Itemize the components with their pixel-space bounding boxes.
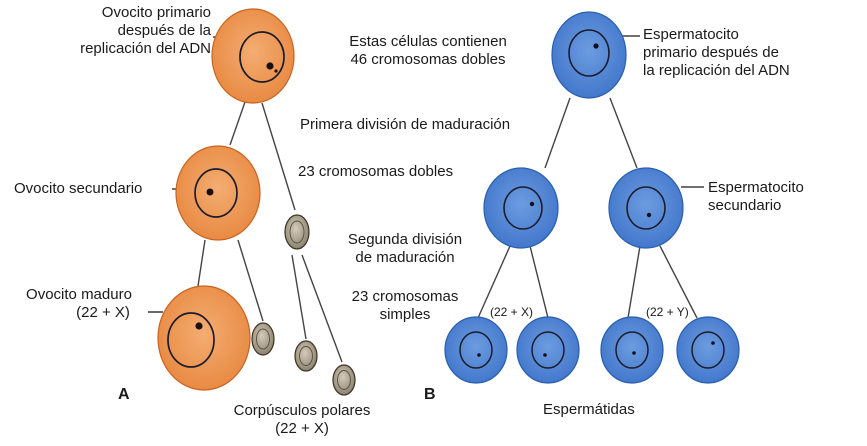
mature-oocyte-cell — [157, 285, 251, 391]
karyotype-x-label: (22 + X) — [490, 305, 534, 319]
chromosome-count-46-line: 46 cromosomas dobles — [350, 51, 506, 68]
mature-oocyte-label-line: Ovocito maduro — [26, 286, 132, 303]
second-division-label: Segunda división de maduración — [320, 231, 490, 267]
first-division-label: Primera división de maduración — [300, 116, 511, 133]
primary-spermatocyte-label-line: la replicación del ADN — [643, 62, 790, 79]
karyotype-y-label: (22 + Y) — [646, 305, 689, 319]
secondary-spermatocyte-label: Espermatocito secundario — [708, 179, 804, 215]
second-division-label-line: de maduración — [355, 249, 455, 266]
primary-spermatocyte-cell — [551, 11, 627, 99]
secondary-spermatocyte-label-line: Espermatocito — [708, 179, 804, 196]
second-division-label-line: Segunda división — [347, 231, 463, 248]
secondary-oocyte-label: Ovocito secundario — [14, 180, 143, 197]
chromosome-count-23-single-line: 23 cromosomas — [351, 288, 459, 305]
polar-bodies-label-line: (22 + X) — [275, 420, 329, 437]
primary-spermatocyte-label-line: Espermatocito — [643, 26, 739, 43]
polar-body — [332, 364, 356, 396]
primary-oocyte-label-line: Ovocito primario — [101, 4, 211, 21]
chromosome-count-23-single-line: simples — [379, 306, 431, 323]
primary-oocyte-label-line: después de la — [117, 22, 211, 39]
panel-a-label: A — [118, 386, 130, 403]
primary-oocyte-label: Ovocito primario después de la replicaci… — [40, 4, 211, 58]
spermatid-cell — [676, 316, 740, 384]
mature-oocyte-label-line: (22 + X) — [76, 304, 130, 321]
polar-body — [251, 322, 275, 356]
primary-spermatocyte-label-line: primario después de — [643, 44, 779, 61]
spermatid-cell — [600, 316, 664, 384]
secondary-spermatocyte-label-line: secundario — [708, 197, 782, 214]
secondary-spermatocyte-cell — [483, 167, 559, 249]
spermatid-cell — [444, 316, 508, 384]
secondary-spermatocyte-cell — [608, 167, 684, 249]
spermatid-cell — [516, 316, 580, 384]
primary-spermatocyte-label: Espermatocito primario después de la rep… — [643, 26, 790, 80]
polar-bodies-label-line: Corpúsculos polares — [233, 402, 371, 419]
primary-oocyte-label-line: replicación del ADN — [80, 40, 211, 57]
first-polar-body — [284, 214, 310, 250]
mature-oocyte-label: Ovocito maduro (22 + X) — [10, 286, 148, 322]
secondary-oocyte-cell — [175, 145, 261, 241]
polar-body — [294, 340, 318, 372]
chromosome-count-23-single-label: 23 cromosomas simples — [330, 288, 480, 324]
polar-bodies-label: Corpúsculos polares (22 + X) — [222, 402, 382, 438]
chromosome-count-46-line: Estas células contienen — [349, 33, 507, 50]
panel-b-label: B — [424, 386, 436, 403]
chromosome-count-23-double-label: 23 cromosomas dobles — [298, 163, 454, 180]
primary-oocyte-cell — [211, 8, 295, 104]
connector-lines — [197, 97, 698, 363]
chromosome-count-46-label: Estas células contienen 46 cromosomas do… — [318, 33, 538, 69]
spermatids-label: Espermátidas — [543, 401, 635, 418]
